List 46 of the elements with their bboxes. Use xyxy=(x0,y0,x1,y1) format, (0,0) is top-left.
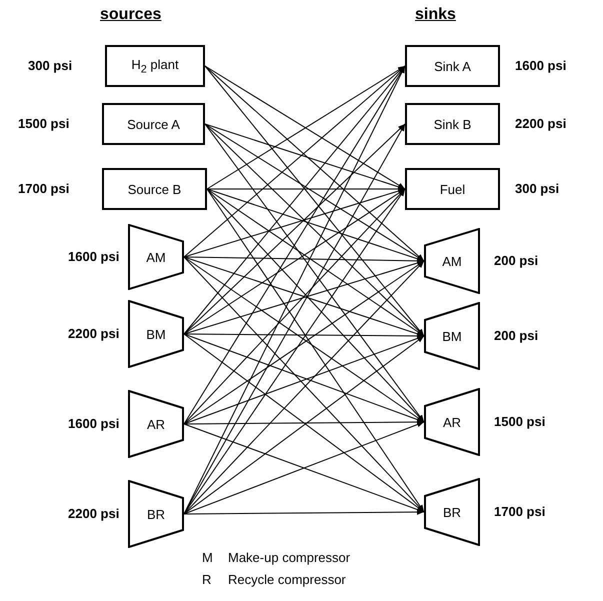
pressure-label: 300 psi xyxy=(515,181,560,196)
compressor-symbol: BM xyxy=(424,302,480,370)
compressor-symbol: AR xyxy=(128,390,184,458)
arrow xyxy=(204,66,424,262)
process-box: Sink B xyxy=(405,103,500,145)
pressure-label: 1500 psi xyxy=(18,116,70,131)
pressure-label: 1600 psi xyxy=(68,416,120,431)
symbol-key: M xyxy=(202,550,213,565)
pressure-label: 300 psi xyxy=(28,58,72,73)
pressure-label: 1700 psi xyxy=(18,181,70,196)
symbol-description: Make-up compressor xyxy=(228,550,350,565)
arrow xyxy=(184,66,406,258)
pressure-label: 1600 psi xyxy=(68,249,120,264)
arrow xyxy=(206,188,424,512)
arrow xyxy=(184,188,406,514)
process-box: Source A xyxy=(102,103,205,145)
arrow xyxy=(184,124,406,334)
process-box: Sink A xyxy=(405,45,500,87)
pressure-label: 2200 psi xyxy=(515,116,566,131)
column-heading: sinks xyxy=(415,6,456,24)
pressure-label: 2200 psi xyxy=(68,326,120,341)
column-heading: sources xyxy=(100,6,162,24)
arrow xyxy=(184,66,406,334)
compressor-symbol: BM xyxy=(128,300,184,368)
process-box: Fuel xyxy=(405,168,500,210)
pressure-label: 2200 psi xyxy=(68,506,120,521)
symbol-description: Recycle compressor xyxy=(228,572,346,587)
process-box: H$_{2}$ plant xyxy=(105,45,205,87)
process-box: Source B xyxy=(102,168,207,210)
compressor-symbol: AR xyxy=(424,388,480,456)
pressure-label: 1500 psi xyxy=(494,414,546,429)
arrow xyxy=(204,124,424,262)
arrow xyxy=(204,124,424,336)
compressor-symbol: AM xyxy=(424,228,480,294)
compressor-symbol: BR xyxy=(424,478,480,546)
pressure-label: 200 psi xyxy=(494,253,538,268)
compressor-symbol: BR xyxy=(128,480,184,548)
pressure-label: 1700 psi xyxy=(494,504,546,519)
arrow xyxy=(184,509,424,515)
symbol-key: R xyxy=(202,572,212,587)
arrow xyxy=(204,66,424,336)
pressure-label: 1600 psi xyxy=(515,58,566,73)
compressor-symbol: AM xyxy=(128,224,184,290)
arrow xyxy=(206,188,424,422)
pressure-label: 200 psi xyxy=(494,328,538,343)
arrow xyxy=(204,124,424,422)
